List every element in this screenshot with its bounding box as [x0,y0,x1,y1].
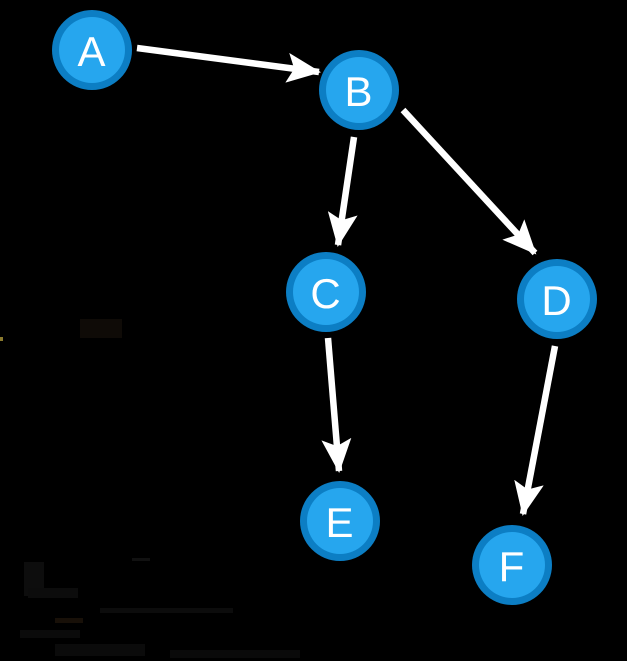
node-circle [479,532,545,598]
node-label: C [310,270,341,317]
faint-artifact [80,319,122,338]
node-A[interactable]: A [52,10,132,90]
faint-artifact [100,608,233,613]
faint-artifact [55,618,83,623]
edge-D-F [514,345,559,516]
edge-B-C [327,136,358,247]
node-layer: A B C D E F [52,10,597,605]
faint-artifact [0,337,3,341]
faint-artifact [55,644,145,656]
node-label: A [77,28,106,75]
faint-artifact [20,630,80,638]
node-B[interactable]: B [319,50,399,130]
node-D[interactable]: D [517,259,597,339]
node-circle [293,259,359,325]
node-label: D [541,277,572,324]
node-label: B [344,68,373,115]
edge-layer [136,44,559,516]
node-label: E [325,499,354,546]
background-artifacts [0,319,300,658]
edge-A-B [136,44,321,83]
node-circle [326,57,392,123]
faint-artifact [132,558,150,561]
node-label: F [499,543,526,590]
faint-artifact [170,650,300,658]
faint-artifact [28,588,78,598]
node-circle [524,266,590,332]
node-circle [307,488,373,554]
node-E[interactable]: E [300,481,380,561]
node-C[interactable]: C [286,252,366,332]
faint-artifact [24,562,44,596]
edge-C-E [321,337,352,473]
edge-B-D [400,107,538,256]
node-F[interactable]: F [472,525,552,605]
node-circle [59,17,125,83]
